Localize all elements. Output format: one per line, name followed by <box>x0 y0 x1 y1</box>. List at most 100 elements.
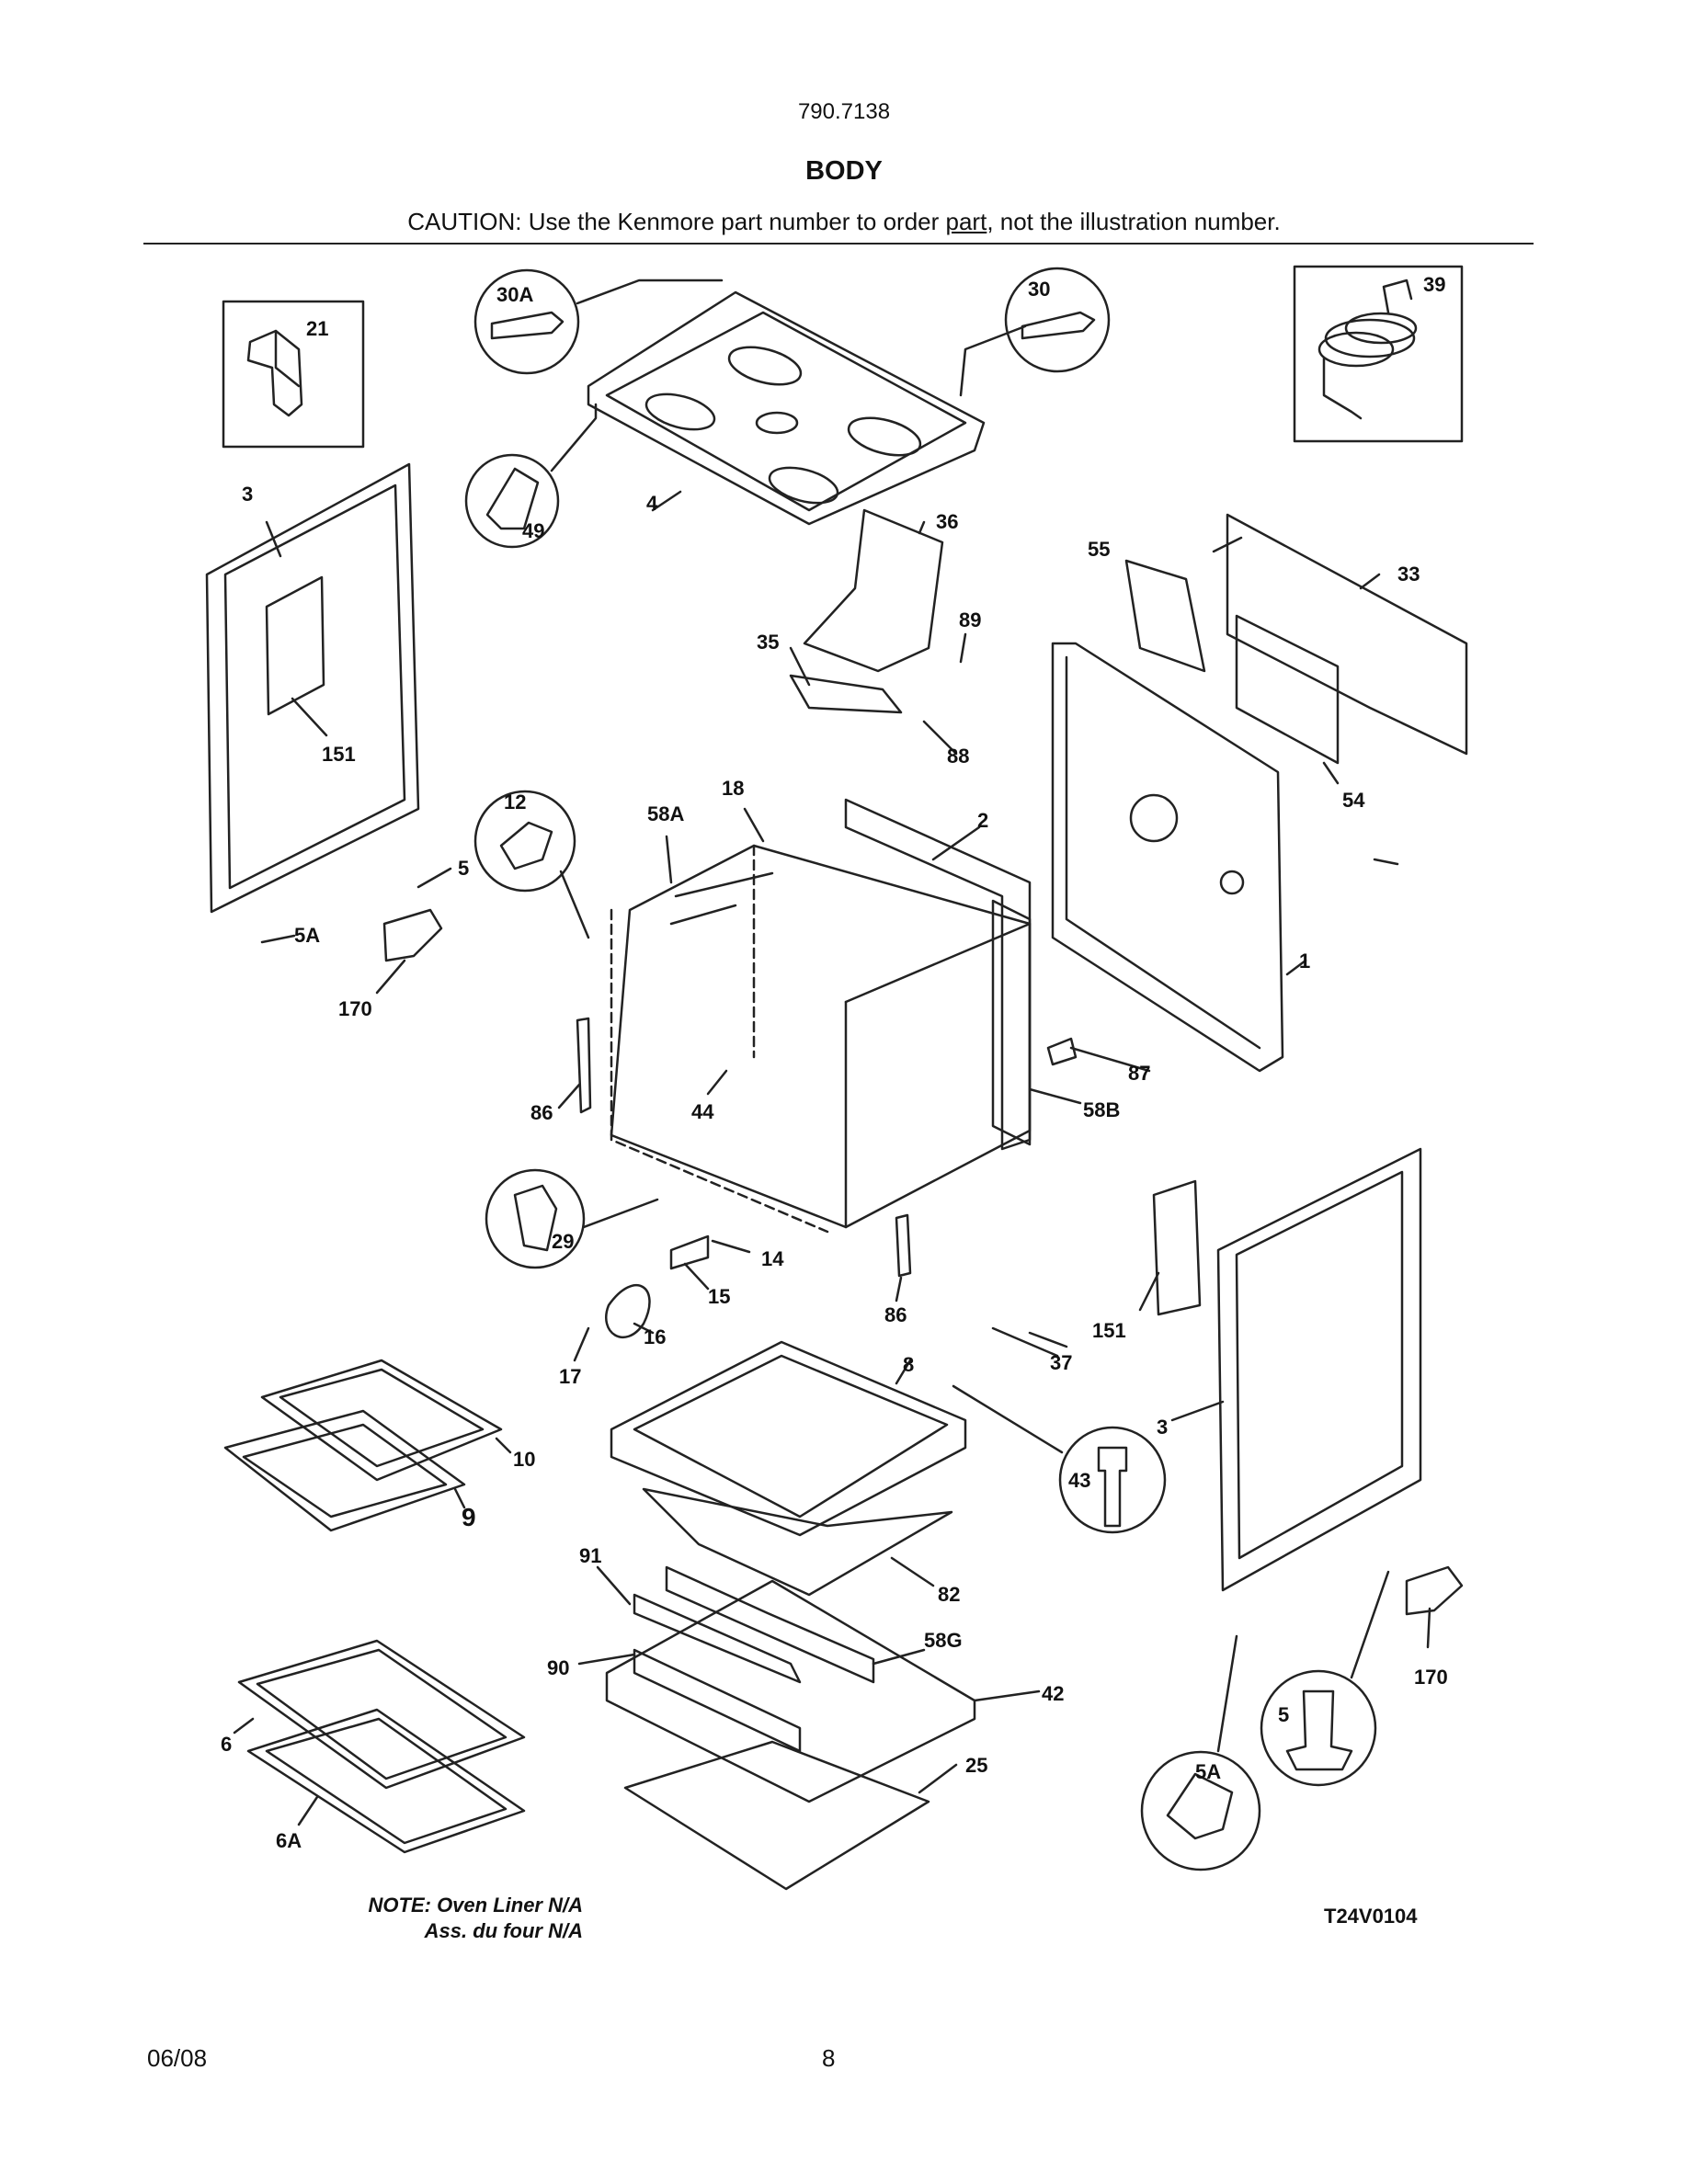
callout-151-right: 151 <box>1092 1319 1126 1342</box>
part-8-oven-bottom <box>610 1340 967 1537</box>
footer-date: 06/08 <box>147 2044 208 2072</box>
callout-39: 39 <box>1423 273 1445 296</box>
callout-16: 16 <box>644 1325 666 1348</box>
page-number: 8 <box>822 2044 836 2072</box>
callout-18: 18 <box>722 777 744 800</box>
part-151-bracket-right <box>1152 1179 1202 1316</box>
part-58b-gasket <box>844 798 1032 1151</box>
callout-14: 14 <box>761 1247 784 1270</box>
caution-text: CAUTION: Use the Kenmore part number to … <box>407 208 946 235</box>
callout-5a-upper: 5A <box>294 924 320 947</box>
callout-58b: 58B <box>1083 1098 1120 1121</box>
callout-5a-bubble <box>1140 1750 1261 1871</box>
model-number: 790.7138 <box>797 99 891 124</box>
callout-30: 30 <box>1028 278 1050 301</box>
part-21-inset <box>222 300 365 449</box>
part-10-broiler-grid <box>260 1359 503 1482</box>
callout-88: 88 <box>947 745 969 768</box>
caution-part-word: part <box>945 208 987 235</box>
part-82-pan <box>642 1487 953 1597</box>
callout-5-lower: 5 <box>1278 1703 1289 1726</box>
callout-58a: 58A <box>647 802 684 825</box>
caution-text-end: , not the illustration number. <box>987 208 1281 235</box>
callout-30-bubble <box>1004 267 1111 373</box>
callout-29: 29 <box>552 1230 574 1253</box>
part-36-vent-duct <box>789 508 944 714</box>
callout-5-bubble <box>1260 1669 1377 1787</box>
callout-54: 54 <box>1342 789 1365 812</box>
caution-note: CAUTION: Use the Kenmore part number to … <box>0 208 1688 236</box>
callout-49: 49 <box>522 519 544 542</box>
callout-170-left: 170 <box>338 997 372 1020</box>
callout-30a: 30A <box>496 283 533 306</box>
part-170-left <box>382 908 443 962</box>
callout-36: 36 <box>936 510 958 533</box>
part-86-right <box>895 1213 912 1278</box>
part-39-inset <box>1293 265 1464 443</box>
page-title: BODY <box>805 156 883 186</box>
callout-33: 33 <box>1397 563 1420 586</box>
part-6a-rack <box>246 1708 526 1854</box>
callout-30a-bubble <box>473 268 580 375</box>
part-33-panel <box>1226 513 1468 756</box>
part-58g-trim <box>665 1565 875 1684</box>
callout-90: 90 <box>547 1656 569 1679</box>
oven-body <box>610 844 1032 1234</box>
part-3-side-panel-left <box>205 462 420 914</box>
part-87-label <box>1046 1037 1078 1066</box>
part-1-back-panel <box>1051 642 1284 1073</box>
callout-89: 89 <box>959 609 981 631</box>
part-91-strip <box>633 1593 802 1684</box>
callout-86-right: 86 <box>884 1303 907 1326</box>
note-oven-liner: NOTE: Oven Liner N/A <box>368 1894 583 1917</box>
callout-10: 10 <box>513 1448 535 1471</box>
callout-42: 42 <box>1042 1682 1064 1705</box>
part-25-pan <box>623 1740 930 1891</box>
part-37-tie <box>991 1326 1059 1358</box>
callout-58g: 58G <box>924 1629 963 1652</box>
callout-55: 55 <box>1088 538 1110 561</box>
callout-87: 87 <box>1128 1062 1150 1085</box>
part-54-bracket <box>1235 614 1340 765</box>
callout-5-upper: 5 <box>458 857 469 880</box>
header-divider <box>143 243 1534 245</box>
callout-17: 17 <box>559 1365 581 1388</box>
part-16-lamp-lens <box>605 1284 651 1339</box>
callout-25: 25 <box>965 1754 987 1777</box>
callout-9: 9 <box>462 1503 476 1531</box>
callout-8: 8 <box>903 1353 914 1376</box>
part-42-drawer-frame <box>605 1579 976 1803</box>
callout-2: 2 <box>977 809 988 832</box>
callout-44: 44 <box>691 1100 714 1123</box>
callout-15: 15 <box>708 1285 730 1308</box>
part-4-cooktop-support <box>587 290 986 526</box>
callout-43-bubble <box>1058 1426 1167 1534</box>
part-55-bracket <box>1124 559 1206 673</box>
drawing-code: T24V0104 <box>1324 1905 1418 1928</box>
callout-12-bubble <box>473 790 576 893</box>
callout-1: 1 <box>1299 950 1310 973</box>
part-9-broiler-pan <box>223 1409 466 1532</box>
callout-3-right: 3 <box>1157 1416 1168 1439</box>
callout-12: 12 <box>504 791 526 813</box>
callout-21: 21 <box>306 317 328 340</box>
callout-151-left: 151 <box>322 743 356 766</box>
part-15-bulb <box>669 1234 710 1270</box>
part-90-strip <box>633 1648 802 1753</box>
callout-3-left: 3 <box>242 483 253 506</box>
part-86-left <box>576 1017 592 1114</box>
part-3-side-panel-right <box>1216 1147 1422 1592</box>
callout-4: 4 <box>646 492 658 515</box>
callout-29-bubble <box>485 1168 586 1269</box>
callout-6: 6 <box>221 1733 232 1756</box>
callout-170-right: 170 <box>1414 1666 1448 1689</box>
callout-35: 35 <box>757 631 779 654</box>
callout-6a: 6A <box>276 1829 302 1852</box>
callout-5a-lower: 5A <box>1195 1760 1221 1783</box>
callout-49-bubble <box>464 453 560 549</box>
part-6-rack <box>237 1639 526 1790</box>
part-170-right <box>1405 1565 1464 1616</box>
callout-43: 43 <box>1068 1469 1090 1492</box>
note-oven-liner-french: Ass. du four N/A <box>424 1919 583 1942</box>
